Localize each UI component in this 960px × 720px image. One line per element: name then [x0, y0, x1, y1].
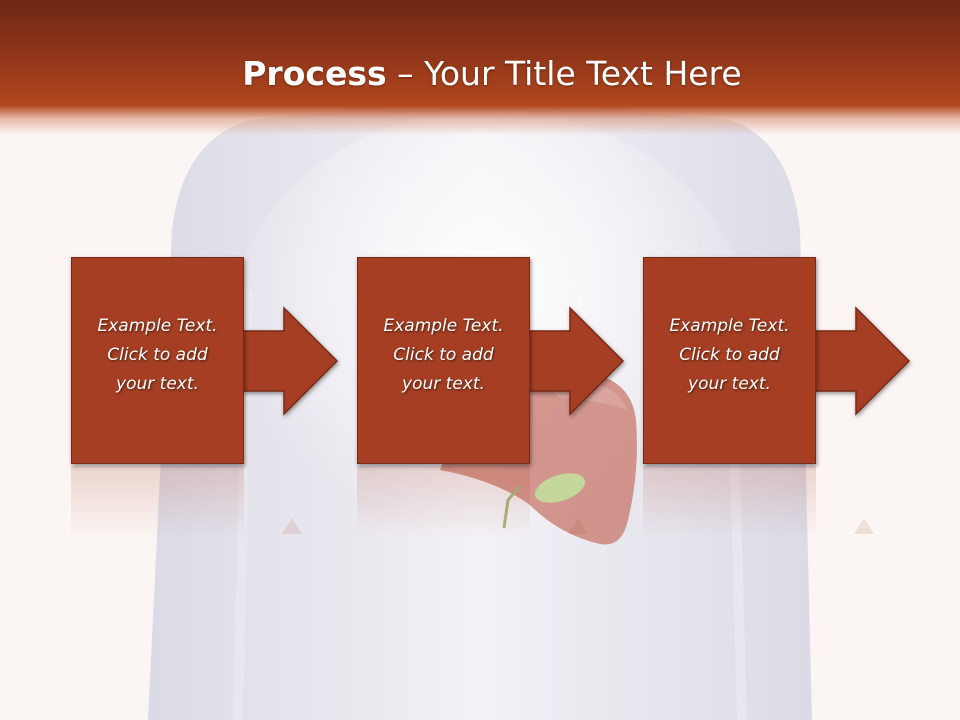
process-step-3[interactable]: Example Text. Click to add your text. — [643, 257, 913, 467]
right-arrow-icon — [814, 306, 911, 416]
step-reflection — [71, 466, 244, 538]
process-step-2[interactable]: Example Text. Click to add your text. — [357, 257, 627, 467]
header-bar — [0, 0, 960, 135]
arrow-reflection — [282, 518, 302, 534]
step-reflection — [357, 466, 530, 538]
slide-title[interactable]: Process – Your Title Text Here — [0, 52, 960, 96]
step-box[interactable] — [643, 257, 816, 464]
step-text[interactable]: Example Text. Click to add your text. — [669, 316, 790, 394]
arrow-reflection — [854, 518, 874, 534]
arrow-reflection — [568, 518, 588, 534]
step-box[interactable] — [357, 257, 530, 464]
step-reflection — [643, 466, 816, 538]
right-arrow-icon — [528, 306, 625, 416]
title-rest: – Your Title Text Here — [386, 54, 742, 93]
title-bold: Process — [242, 54, 387, 93]
process-step-1[interactable]: Example Text. Click to add your text. — [71, 257, 341, 467]
step-box[interactable] — [71, 257, 244, 464]
step-text[interactable]: Example Text. Click to add your text. — [97, 316, 218, 394]
right-arrow-icon — [242, 306, 339, 416]
step-text[interactable]: Example Text. Click to add your text. — [383, 316, 504, 394]
